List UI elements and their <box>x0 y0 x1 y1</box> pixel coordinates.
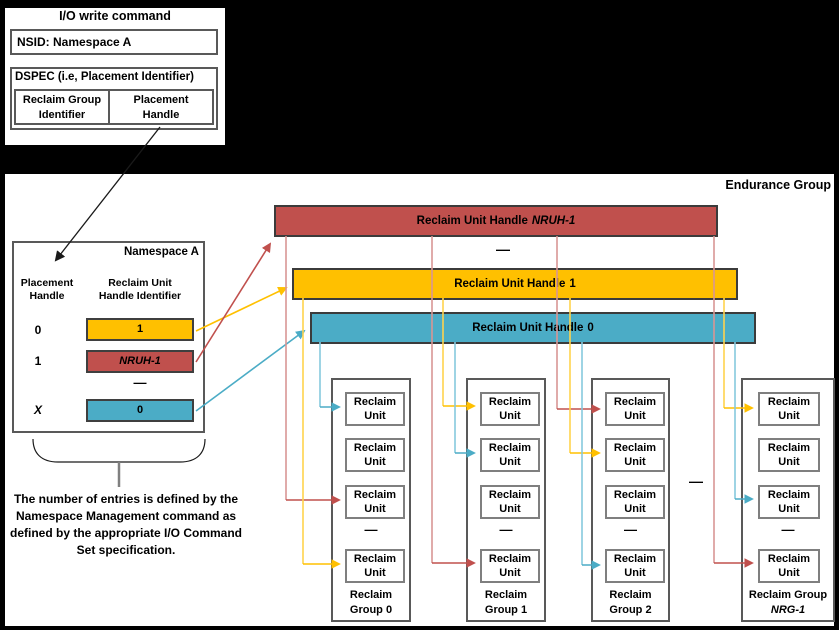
bar-yellow-prefix: Reclaim Unit Handle <box>454 278 566 290</box>
unit-ellipsis: — <box>499 522 513 537</box>
unit-ellipsis: — <box>781 522 795 537</box>
placement-handle-header: Placement Handle <box>20 277 74 302</box>
dspec-label: DSPEC (i.e, Placement Identifier) <box>15 71 194 83</box>
reclaim-unit: Reclaim Unit <box>605 485 665 519</box>
handle-label-0: 0 <box>34 323 42 337</box>
reclaim-unit: Reclaim Unit <box>758 392 820 426</box>
reclaim-group-nrg1: Reclaim Unit Reclaim Unit Reclaim Unit —… <box>741 378 835 622</box>
ruh-id-cell-yellow: 1 <box>86 318 194 341</box>
ruh-id-cell-red: NRUH-1 <box>86 350 194 373</box>
reclaim-group-1: Reclaim Unit Reclaim Unit Reclaim Unit —… <box>466 378 546 622</box>
unit-ellipsis: — <box>364 522 378 537</box>
reclaim-unit: Reclaim Unit <box>345 438 405 472</box>
reclaim-unit: Reclaim Unit <box>758 549 820 583</box>
reclaim-unit: Reclaim Unit <box>345 392 405 426</box>
reclaim-group-0: Reclaim Unit Reclaim Unit Reclaim Unit —… <box>331 378 411 622</box>
bar-blue-prefix: Reclaim Unit Handle <box>472 322 584 334</box>
group-label: Reclaim Group NRG-1 <box>748 589 828 616</box>
placement-handle-cell: Placement Handle <box>108 89 214 125</box>
reclaim-unit-handle-nruh1-bar: Reclaim Unit Handle NRUH-1 <box>274 205 718 237</box>
bars-ellipsis: — <box>496 241 510 257</box>
dspec-cells: Reclaim Group Identifier Placement Handl… <box>14 89 214 125</box>
handle-label-1: 1 <box>34 354 42 368</box>
bar-blue-value: 0 <box>587 322 594 334</box>
note-text: The number of entries is defined by the … <box>9 492 243 557</box>
bar-red-value: NRUH-1 <box>531 215 576 227</box>
reclaim-group-identifier-cell: Reclaim Group Identifier <box>14 89 110 125</box>
reclaim-unit: Reclaim Unit <box>605 392 665 426</box>
reclaim-group-2: Reclaim Unit Reclaim Unit Reclaim Unit —… <box>591 378 670 622</box>
reclaim-unit: Reclaim Unit <box>345 549 405 583</box>
reclaim-unit: Reclaim Unit <box>345 485 405 519</box>
reclaim-unit: Reclaim Unit <box>758 485 820 519</box>
reclaim-unit-handle-1-bar: Reclaim Unit Handle 1 <box>292 268 738 300</box>
reclaim-unit: Reclaim Unit <box>480 438 540 472</box>
group-label: Reclaim Group 2 <box>609 589 652 616</box>
namespace-table-ellipsis: — <box>133 375 147 390</box>
nsid-field: NSID: Namespace A <box>10 29 218 55</box>
reclaim-unit: Reclaim Unit <box>605 549 665 583</box>
namespace-title: Namespace A <box>123 246 199 258</box>
ruh-id-cell-blue: 0 <box>86 399 194 422</box>
ruh-identifier-header: Reclaim Unit Handle Identifier <box>98 277 182 302</box>
io-write-command-title: I/O write command <box>59 9 171 23</box>
group-label: Reclaim Group 0 <box>349 589 393 616</box>
reclaim-unit-handle-0-bar: Reclaim Unit Handle 0 <box>310 312 756 344</box>
group-label: Reclaim Group 1 <box>484 589 528 616</box>
reclaim-unit: Reclaim Unit <box>480 549 540 583</box>
bar-red-prefix: Reclaim Unit Handle <box>416 215 528 227</box>
reclaim-unit: Reclaim Unit <box>480 392 540 426</box>
unit-ellipsis: — <box>624 522 637 537</box>
endurance-group-label: Endurance Group <box>725 178 831 192</box>
handle-label-x: X <box>33 403 42 417</box>
bar-yellow-value: 1 <box>569 278 576 290</box>
groups-ellipsis: — <box>689 473 703 489</box>
reclaim-unit: Reclaim Unit <box>605 438 665 472</box>
reclaim-unit: Reclaim Unit <box>758 438 820 472</box>
reclaim-unit: Reclaim Unit <box>480 485 540 519</box>
